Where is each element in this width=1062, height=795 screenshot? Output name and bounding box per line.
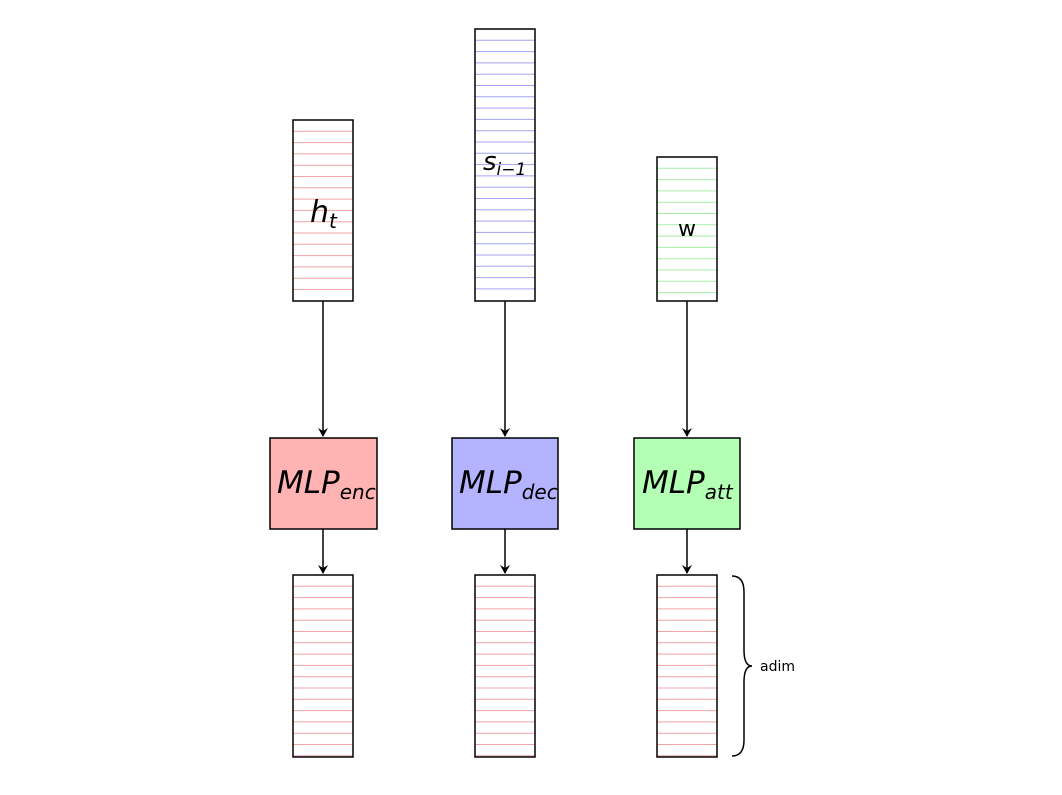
output-vector-dec [474,574,536,758]
mlp-att-label: MLPatt [642,465,734,504]
output-vector-enc [292,574,354,758]
output-vector-att [656,574,718,758]
mlp-att-box: MLPatt [633,437,741,530]
mlp-dec-label: MLPdec [459,465,558,504]
mlp-enc-box: MLPenc [269,437,378,530]
label-h-t: ht [310,195,338,233]
adim-label: adim [760,659,795,675]
label-w: w [678,217,696,242]
label-s-i-minus-1: si−1 [483,147,526,180]
mlp-dec-box: MLPdec [451,437,559,530]
adim-brace [731,575,753,757]
vector-h-t: ht [292,119,354,302]
vector-w: w [656,156,718,302]
mlp-enc-label: MLPenc [277,465,376,504]
vector-s-i-minus-1: si−1 [474,28,536,302]
